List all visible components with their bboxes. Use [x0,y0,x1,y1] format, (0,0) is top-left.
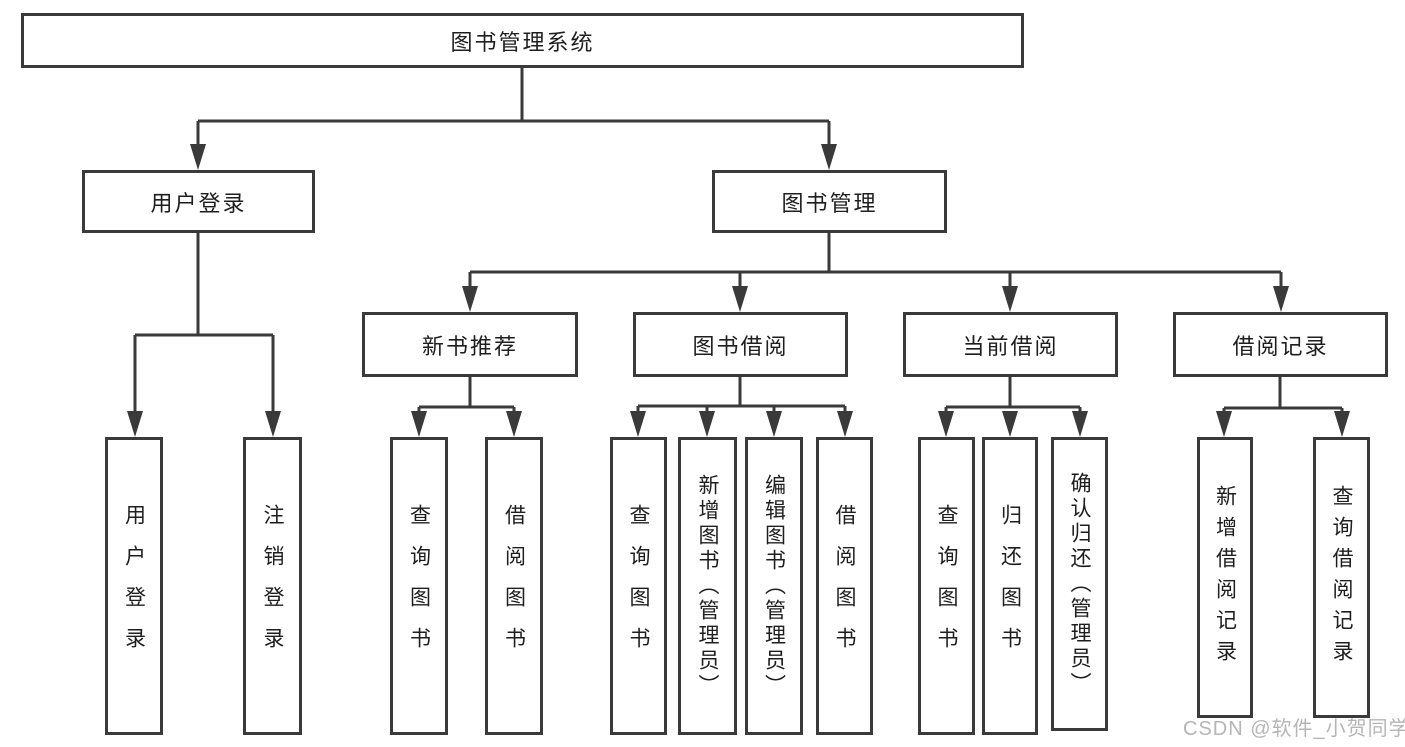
leaf-logout: 注销登录 [243,437,302,735]
leaf-nbr-query-books: 查询图书 [390,437,448,735]
arrowhead [462,286,478,312]
arrowhead [1334,411,1350,437]
connector-current-borrow [944,377,1082,413]
leaf-cb-confirm-return-admin: 确认归还（管理员） [1051,437,1108,731]
arrowhead [1002,286,1018,312]
node-new-book-recommend: 新书推荐 [362,312,578,377]
leaf-br-add-record: 新增借阅记录 [1197,437,1253,718]
connector-new-book-recommend [417,377,516,413]
arrowhead [1072,411,1088,437]
leaf-bb-add-book-admin: 新增图书（管理员） [678,437,737,735]
connector-root [196,68,831,146]
connector-user-login [133,233,275,413]
node-user-login: 用户登录 [82,170,315,233]
leaf-cb-return-books: 归还图书 [982,437,1038,735]
leaf-br-query-record: 查询借阅记录 [1313,437,1370,718]
node-book-borrow: 图书借阅 [633,312,848,377]
node-current-borrow: 当前借阅 [903,312,1118,377]
arrowhead [821,144,837,170]
arrowhead [127,411,143,437]
arrowhead [732,286,748,312]
node-borrow-records: 借阅记录 [1173,312,1388,377]
leaf-nbr-borrow-books: 借阅图书 [485,437,543,735]
arrowhead [837,411,853,437]
arrowhead [1273,286,1289,312]
leaf-cb-query-books: 查询图书 [918,437,975,735]
leaf-bb-edit-book-admin: 编辑图书（管理员） [745,437,803,735]
connector-borrow-records [1222,377,1344,413]
connector-book-borrow [636,377,847,413]
arrowhead [938,411,954,437]
connector-book-management [468,233,1283,288]
arrowhead [411,411,427,437]
leaf-bb-query-books: 查询图书 [610,437,667,735]
leaf-bb-borrow-books: 借阅图书 [816,437,873,735]
arrowhead [630,411,646,437]
arrowhead [265,411,281,437]
arrowhead [506,411,522,437]
arrowhead [190,144,206,170]
csdn-watermark: CSDN @软件_小贺同学 [1183,718,1405,740]
node-root-system: 图书管理系统 [21,13,1024,68]
leaf-user-login: 用户登录 [105,437,163,735]
arrowhead [1002,411,1018,437]
arrowhead [1216,411,1232,437]
node-book-management: 图书管理 [712,170,947,233]
arrowhead [699,411,715,437]
arrowhead [766,411,782,437]
